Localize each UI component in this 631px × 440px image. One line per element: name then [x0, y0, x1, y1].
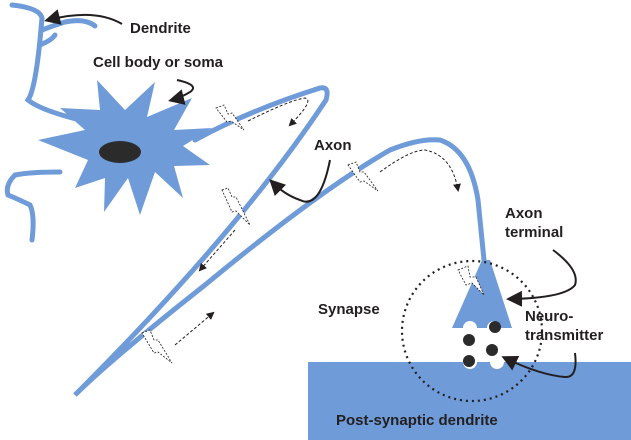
label-axon-terminal-line2: terminal	[505, 224, 564, 241]
label-soma: Cell body or soma	[93, 54, 224, 71]
vesicles	[463, 321, 504, 369]
label-axon: Axon	[314, 137, 352, 154]
label-arrows	[44, 9, 577, 379]
dendrites	[4, 2, 98, 243]
label-neurotransmitter-line2: transmitter	[525, 327, 604, 344]
label-dendrite: Dendrite	[130, 20, 191, 37]
label-synapse: Synapse	[318, 301, 380, 318]
lightning-icons	[141, 104, 485, 364]
label-neurotransmitter-line1: Neuro-	[525, 308, 574, 325]
synapse-circle	[400, 259, 544, 403]
post-synaptic-dendrite	[308, 362, 631, 440]
label-axon-terminal-line1: Axon	[505, 205, 543, 222]
label-post-synaptic-dendrite: Post-synaptic dendrite	[336, 412, 498, 429]
axon-terminal	[452, 260, 512, 328]
nucleus	[99, 141, 141, 163]
signal-arrows	[174, 97, 461, 346]
